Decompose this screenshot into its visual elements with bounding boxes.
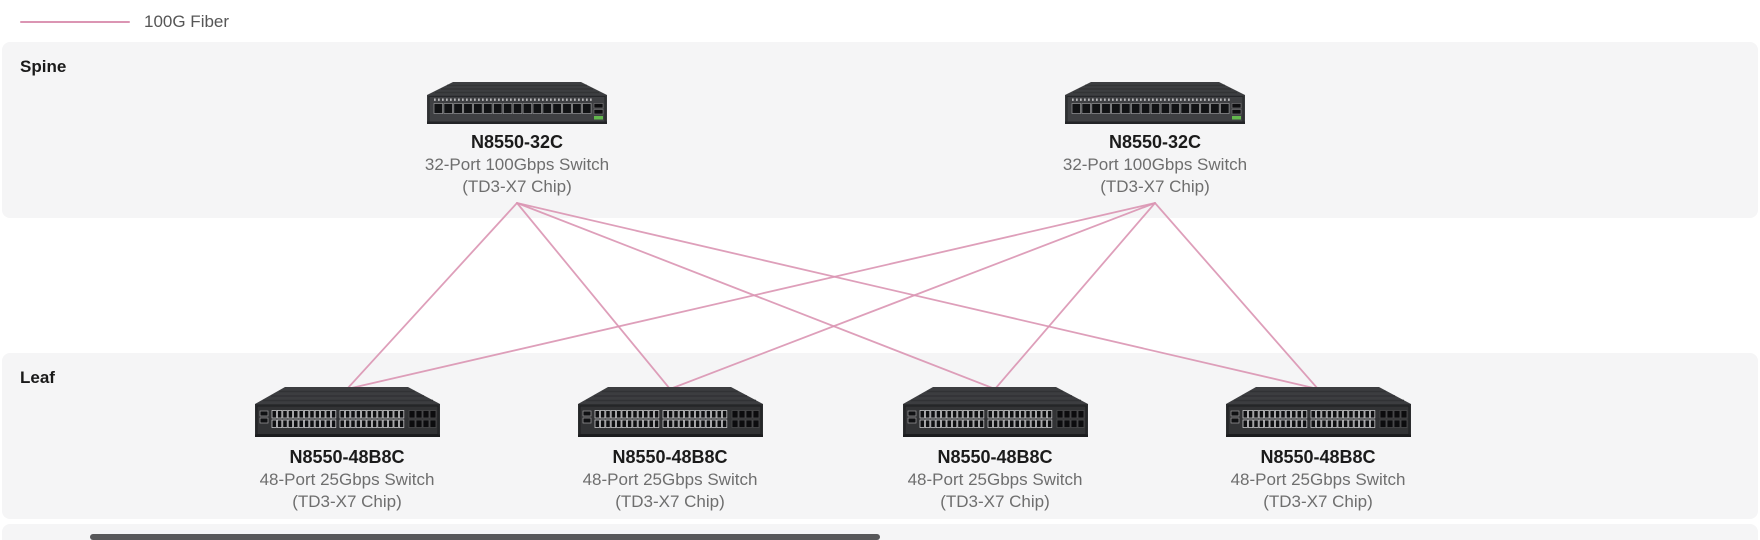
spine-switch-node: N8550-32C 32-Port 100Gbps Switch (TD3-X7… [1015,82,1295,198]
leaf-switch-node: N8550-48B8C 48-Port 25Gbps Switch (TD3-X… [855,387,1135,513]
leaf-switch-node: N8550-48B8C 48-Port 25Gbps Switch (TD3-X… [1178,387,1458,513]
device-name: N8550-48B8C [1260,447,1376,467]
device-description-line-2: (TD3-X7 Chip) [292,492,402,511]
device-description-line-1: 32-Port 100Gbps Switch [424,155,610,174]
device-description-line-2: (TD3-X7 Chip) [1100,177,1210,196]
device-description-line-2: (TD3-X7 Chip) [462,177,572,196]
device-name: N8550-48B8C [937,447,1053,467]
device-description-line-1: 48-Port 25Gbps Switch [259,470,435,489]
device-name: N8550-48B8C [289,447,405,467]
leaf-switch-image [1225,387,1411,437]
leaf-switch-image [902,387,1088,437]
device-description-line-1: 48-Port 25Gbps Switch [1230,470,1406,489]
device-name: N8550-32C [470,132,564,152]
device-description-line-1: 48-Port 25Gbps Switch [907,470,1083,489]
leaf-switch-node: N8550-48B8C 48-Port 25Gbps Switch (TD3-X… [207,387,487,513]
device-description-line-1: 48-Port 25Gbps Switch [582,470,758,489]
spine-switch-image [427,82,607,124]
legend-label: 100G Fiber [144,12,230,31]
device-description-line-2: (TD3-X7 Chip) [1263,492,1373,511]
device-name: N8550-48B8C [612,447,728,467]
fiber-line-icon [20,21,130,23]
leaf-switch-image [254,387,440,437]
spine-switch-node: N8550-32C 32-Port 100Gbps Switch (TD3-X7… [377,82,657,198]
section-label-spine: Spine [20,57,67,76]
horizontal-scrollbar-thumb[interactable] [90,534,880,540]
leaf-switch-node: N8550-48B8C 48-Port 25Gbps Switch (TD3-X… [530,387,810,513]
device-name: N8550-32C [1108,132,1202,152]
spine-switch-image [1065,82,1245,124]
section-label-leaf: Leaf [20,368,55,387]
device-description-line-2: (TD3-X7 Chip) [940,492,1050,511]
device-description-line-1: 32-Port 100Gbps Switch [1062,155,1248,174]
legend: 100G Fiber [20,8,229,36]
spine-section-band [2,42,1758,218]
leaf-switch-image [577,387,763,437]
device-description-line-2: (TD3-X7 Chip) [615,492,725,511]
